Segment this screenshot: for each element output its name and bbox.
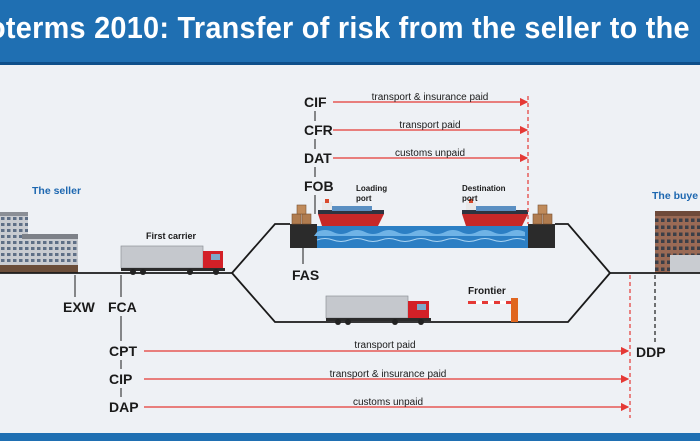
term-cif: CIF [304, 94, 327, 110]
first-carrier-label: First carrier [146, 231, 197, 241]
term-ddp: DDP [636, 344, 666, 360]
destination-port-label-line1: Destination [462, 184, 506, 193]
term-cip: CIP [109, 371, 132, 387]
sea-terms-group: CIF CFR DAT FOB transport & insurance pa… [304, 92, 529, 214]
seller-label: The seller [32, 185, 81, 197]
term-dap: DAP [109, 399, 139, 415]
cif-flow-label: transport & insurance paid [372, 92, 489, 103]
destination-port-label-line2: port [462, 194, 478, 203]
term-fas: FAS [292, 267, 319, 283]
term-exw: EXW [63, 299, 96, 315]
bottom-band [0, 433, 700, 441]
ship-loading-icon [318, 199, 384, 226]
frontier-label: Frontier [468, 286, 506, 297]
term-fca: FCA [108, 299, 137, 315]
term-dat: DAT [304, 150, 332, 166]
dat-flow-label: customs unpaid [395, 148, 465, 159]
loading-port-label-line2: port [356, 194, 372, 203]
frontier-barrier-icon [468, 298, 518, 322]
ship-destination-icon [462, 199, 528, 226]
header-band: oterms 2010: Transfer of risk from the s… [0, 0, 700, 65]
cpt-flow-label: transport paid [354, 340, 415, 351]
cfr-flow-label: transport paid [399, 120, 460, 131]
term-cfr: CFR [304, 122, 333, 138]
risk-transfer-lines [527, 96, 631, 418]
buyer-building-icon [655, 211, 700, 273]
seller-building-icon [0, 212, 78, 273]
page-title: oterms 2010: Transfer of risk from the s… [0, 10, 700, 45]
cip-flow-label: transport & insurance paid [330, 369, 447, 380]
truck-lower-road-icon [325, 295, 431, 325]
buyer-label: The buye [652, 190, 698, 202]
cargo-crates-icon [291, 204, 553, 225]
term-fob: FOB [304, 178, 334, 194]
sea-channel [290, 224, 555, 248]
loading-port-label-line1: Loading [356, 184, 387, 193]
truck-first-carrier-icon [120, 245, 225, 275]
land-terms-group: CPT CIP DAP transport paid transport & i… [109, 340, 630, 415]
dap-flow-label: customs unpaid [353, 397, 423, 408]
term-cpt: CPT [109, 343, 137, 359]
